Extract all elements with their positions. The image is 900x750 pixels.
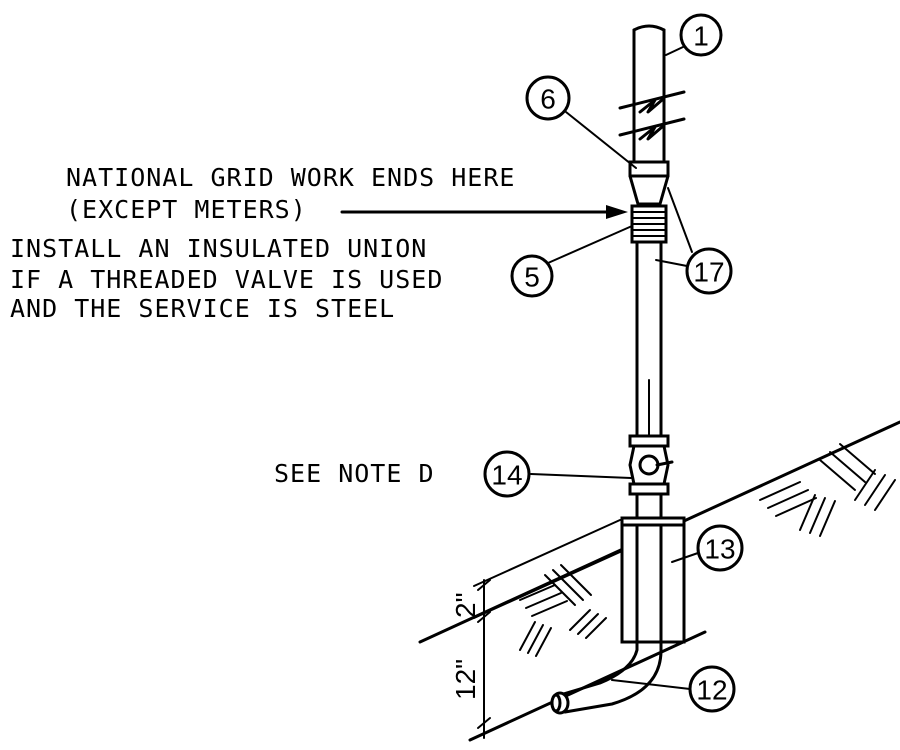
note-union-line1: INSTALL AN INSULATED UNION <box>10 234 427 263</box>
note-union-line2: IF A THREADED VALVE IS USED <box>10 265 443 294</box>
callout-12: 12 <box>688 665 736 713</box>
callout-6: 6 <box>525 75 571 121</box>
note-union-line3: AND THE SERVICE IS STEEL <box>10 294 395 323</box>
dim-cover-2in: 2" <box>450 592 481 618</box>
note-see-note-d: SEE NOTE D <box>274 459 435 488</box>
dimension-lines <box>473 519 621 739</box>
valve-body <box>628 434 674 522</box>
leader-lines <box>340 46 699 690</box>
dim-depth-12in: 12" <box>450 659 481 700</box>
soil-hatch-right <box>759 443 896 537</box>
svg-text:5: 5 <box>524 262 540 293</box>
svg-text:17: 17 <box>693 257 724 288</box>
callout-13: 13 <box>696 524 744 572</box>
service-pipe-lower <box>635 240 663 440</box>
callout-14: 14 <box>483 450 531 498</box>
callout-17: 17 <box>685 247 733 295</box>
callout-5: 5 <box>510 254 554 298</box>
callout-1: 1 <box>679 13 723 57</box>
coupling-fitting <box>628 160 670 206</box>
note-grid-ends-line1: NATIONAL GRID WORK ENDS HERE <box>66 163 515 192</box>
svg-text:13: 13 <box>704 534 735 565</box>
svg-text:12: 12 <box>696 675 727 706</box>
svg-text:14: 14 <box>491 460 522 491</box>
note-grid-ends-line2: (EXCEPT METERS) <box>66 195 307 224</box>
insulated-union <box>630 204 668 244</box>
svg-text:1: 1 <box>693 21 709 52</box>
svg-text:6: 6 <box>540 84 556 115</box>
casing-sleeve <box>620 516 686 644</box>
soil-hatch-left <box>519 564 607 657</box>
riser-pipe-upper <box>618 24 686 162</box>
